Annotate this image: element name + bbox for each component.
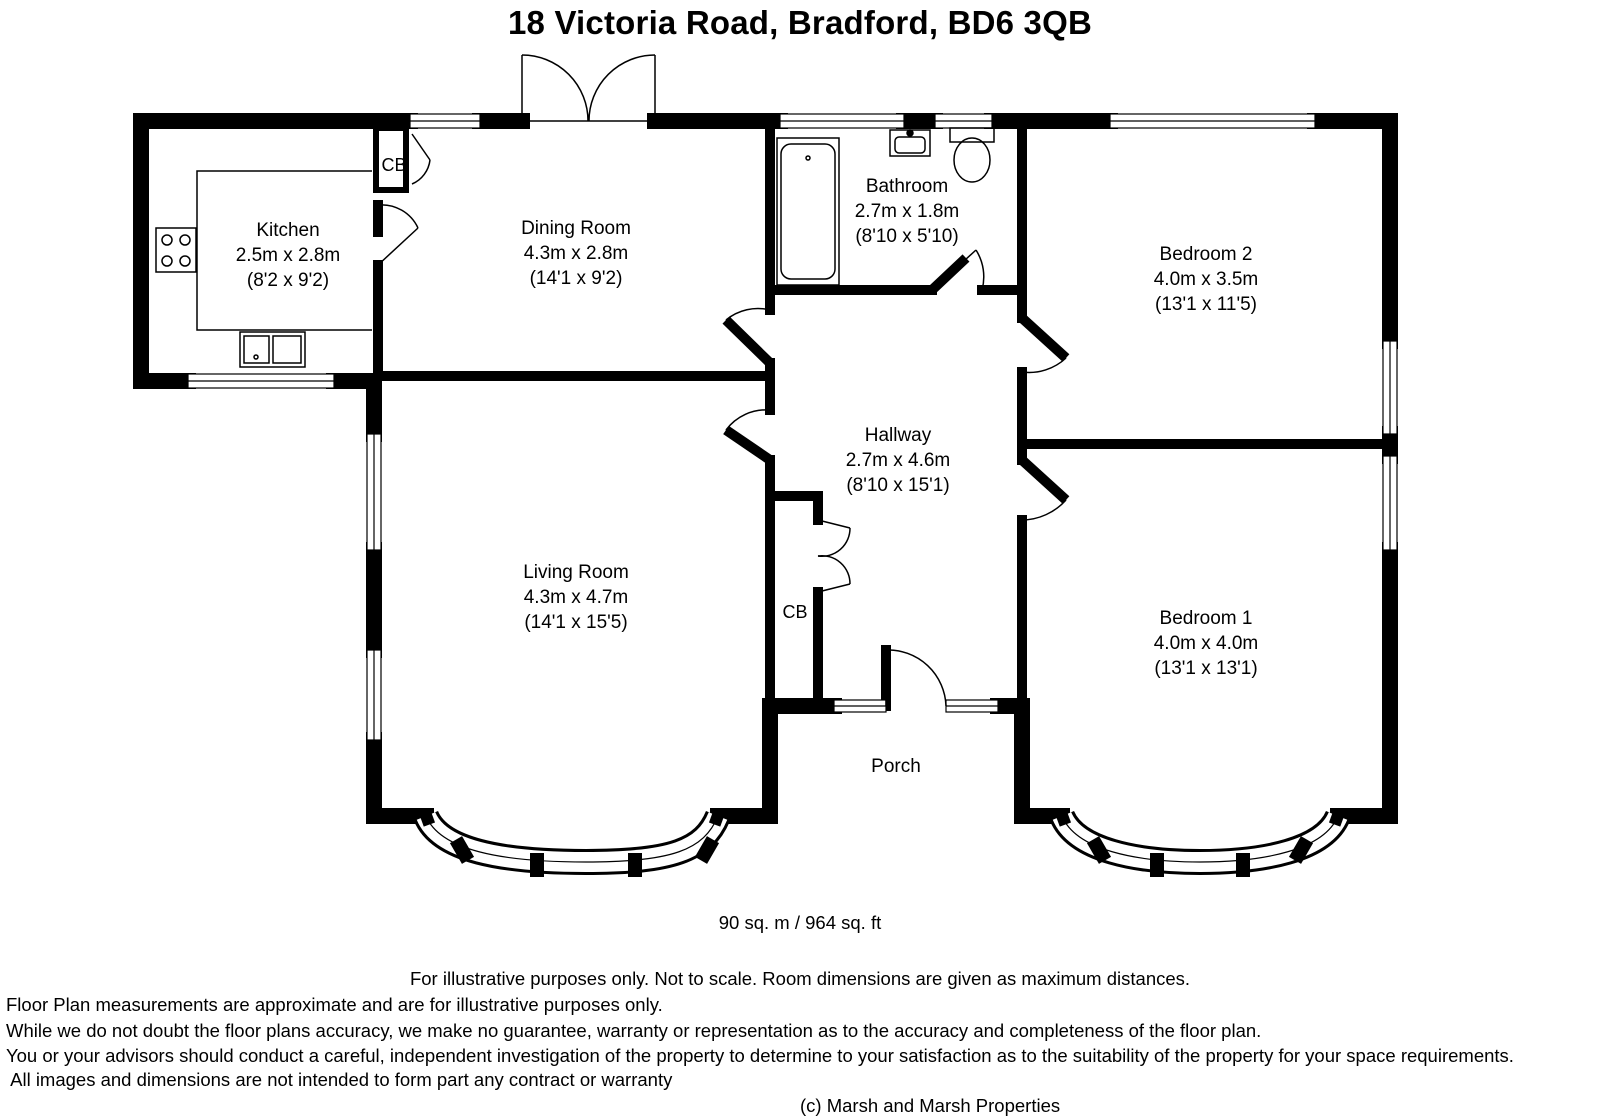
sink xyxy=(239,331,306,368)
room-living: Living Room 4.3m x 4.7m (14'1 x 15'5) xyxy=(523,562,629,633)
dining-imperial: (14'1 x 9'2) xyxy=(530,268,623,289)
kitchen-cupboard-label: CB xyxy=(381,155,406,175)
bedroom2-metric: 4.0m x 3.5m xyxy=(1154,269,1259,290)
kitchen-imperial: (8'2 x 9'2) xyxy=(247,270,329,291)
bathroom-fixtures xyxy=(776,127,995,286)
kitchen-cupboard: CB xyxy=(373,125,409,193)
bathroom-name: Bathroom xyxy=(866,176,948,197)
inner-walls xyxy=(373,116,1395,711)
bay-window-living xyxy=(413,809,731,877)
room-kitchen: Kitchen 2.5m x 2.8m (8'2 x 9'2) xyxy=(236,220,341,291)
toilet-cistern xyxy=(949,127,995,143)
windows xyxy=(187,113,1398,741)
hallway-cupboard-label: CB xyxy=(782,602,807,622)
kitchen-worktop xyxy=(155,170,372,368)
disclaimer-line-3: While we do not doubt the floor plans ac… xyxy=(6,1020,1262,1041)
kitchen-name: Kitchen xyxy=(256,220,319,241)
kitchen-metric: 2.5m x 2.8m xyxy=(236,245,341,266)
hallway-metric: 2.7m x 4.6m xyxy=(846,450,951,471)
porch-name: Porch xyxy=(871,756,921,777)
hallway-imperial: (8'10 x 15'1) xyxy=(846,475,949,496)
room-hallway: Hallway 2.7m x 4.6m (8'10 x 15'1) xyxy=(846,425,951,496)
room-dining: Dining Room 4.3m x 2.8m (14'1 x 9'2) xyxy=(521,218,631,289)
door-jambs xyxy=(722,254,1070,504)
living-metric: 4.3m x 4.7m xyxy=(524,587,629,608)
hallway-name: Hallway xyxy=(865,425,932,446)
room-bedroom2: Bedroom 2 4.0m x 3.5m (13'1 x 11'5) xyxy=(1154,244,1259,315)
bay-window-bedroom1 xyxy=(1049,809,1351,877)
disclaimer-line-2: Floor Plan measurements are approximate … xyxy=(6,994,663,1015)
living-name: Living Room xyxy=(523,562,629,583)
floor-plan: CB xyxy=(133,54,1398,877)
room-bedroom1: Bedroom 1 4.0m x 4.0m (13'1 x 13'1) xyxy=(1154,608,1259,679)
disclaimer-line-1: For illustrative purposes only. Not to s… xyxy=(409,968,1191,989)
french-doors xyxy=(521,54,656,122)
copyright: (c) Marsh and Marsh Properties xyxy=(800,1095,1061,1116)
bathroom-imperial: (8'10 x 5'10) xyxy=(855,226,958,247)
bedroom2-imperial: (13'1 x 11'5) xyxy=(1155,294,1257,315)
bathroom-metric: 2.7m x 1.8m xyxy=(855,201,960,222)
toilet-bowl xyxy=(953,137,991,183)
dining-metric: 4.3m x 2.8m xyxy=(524,243,629,264)
floor-area: 90 sq. m / 964 sq. ft xyxy=(718,912,882,933)
bedroom1-imperial: (13'1 x 13'1) xyxy=(1154,658,1257,679)
bedroom2-name: Bedroom 2 xyxy=(1160,244,1253,265)
plan-title: 18 Victoria Road, Bradford, BD6 3QB xyxy=(507,4,1093,41)
bathtub xyxy=(776,137,840,286)
bedroom1-name: Bedroom 1 xyxy=(1160,608,1253,629)
doors xyxy=(377,133,1067,707)
room-porch: Porch xyxy=(871,756,921,777)
room-bathroom: Bathroom 2.7m x 1.8m (8'10 x 5'10) xyxy=(855,176,960,247)
disclaimer-line-4: You or your advisors should conduct a ca… xyxy=(6,1045,1514,1066)
bedroom1-metric: 4.0m x 4.0m xyxy=(1154,633,1259,654)
hob xyxy=(155,227,197,273)
dining-name: Dining Room xyxy=(521,218,631,239)
disclaimer-line-5: All images and dimensions are not intend… xyxy=(6,1069,673,1090)
living-imperial: (14'1 x 15'5) xyxy=(524,612,627,633)
outer-walls xyxy=(133,113,1398,824)
